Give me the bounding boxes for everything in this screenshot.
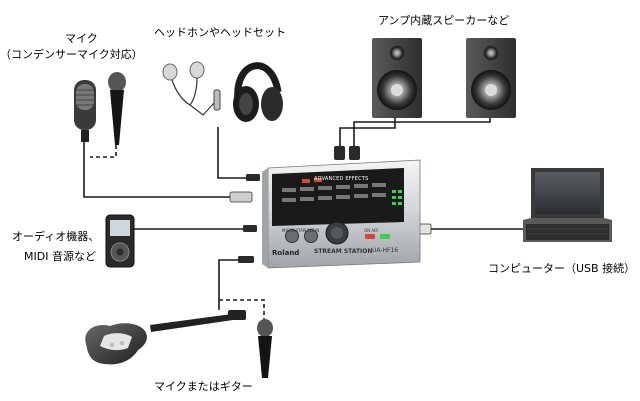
- line-gain-knob: [304, 229, 318, 243]
- device-brand: Roland: [272, 249, 300, 257]
- label-mic-sub: （コンデンサーマイク対応）: [0, 48, 143, 61]
- mic-gain-knob: [285, 229, 299, 243]
- condenser-mic-icon: [74, 80, 96, 142]
- device-effects-header: ADVANCED EFFECTS: [314, 176, 369, 182]
- xlr-plug: [229, 191, 253, 203]
- guitar-mic-dashed-cable: [219, 299, 265, 322]
- loopback-button: [380, 234, 390, 239]
- guitar-cable: [218, 259, 240, 310]
- effect-button-2: [314, 178, 322, 182]
- cables: [83, 117, 524, 322]
- label-mic-title: マイク: [65, 32, 98, 45]
- speaker-left-icon: [372, 38, 422, 118]
- device-level-label: ON AIR: [364, 228, 379, 233]
- label-audio-line1: オーディオ機器、: [12, 230, 100, 243]
- laptop-icon: [523, 168, 612, 242]
- mic-dashed-cable: [90, 145, 117, 158]
- guitar-icon: [85, 310, 246, 365]
- device-model: UA-HF16: [372, 247, 399, 254]
- device-name: STREAM STATION: [314, 248, 373, 255]
- device-mic-knob-label: MIC/GUITAR: [282, 228, 306, 233]
- headphones-icon: [233, 62, 283, 122]
- rca-plug-right: [349, 146, 360, 160]
- label-computer: コンピューター（USB 接続）: [488, 262, 636, 275]
- mic-cable: [83, 142, 230, 198]
- label-speakers: アンプ内蔵スピーカーなど: [378, 14, 510, 27]
- plugs: [229, 146, 432, 263]
- line-plug: [243, 225, 257, 232]
- handheld-mic-icon: [257, 319, 273, 378]
- headphone-cable: [217, 127, 246, 179]
- audio-player-icon: [105, 214, 135, 268]
- audio-interface-device: [262, 159, 421, 269]
- guitar-plug: [238, 256, 254, 263]
- label-headphones: ヘッドホンやヘッドセット: [154, 26, 286, 39]
- label-guitar-mic: マイクまたはギター: [154, 380, 253, 393]
- rca-plug-left: [334, 146, 345, 160]
- dynamic-mic-icon: [108, 72, 126, 145]
- device-line-knob-label: LINE IN: [305, 228, 320, 233]
- on-air-button: [365, 234, 375, 239]
- label-audio-line2: MIDI 音源など: [24, 250, 96, 263]
- speaker-right-icon: [466, 38, 516, 118]
- speaker-right-cable: [353, 117, 491, 150]
- headset-icon: [162, 61, 221, 116]
- phone-plug: [246, 174, 260, 181]
- effect-button-1: [302, 179, 310, 183]
